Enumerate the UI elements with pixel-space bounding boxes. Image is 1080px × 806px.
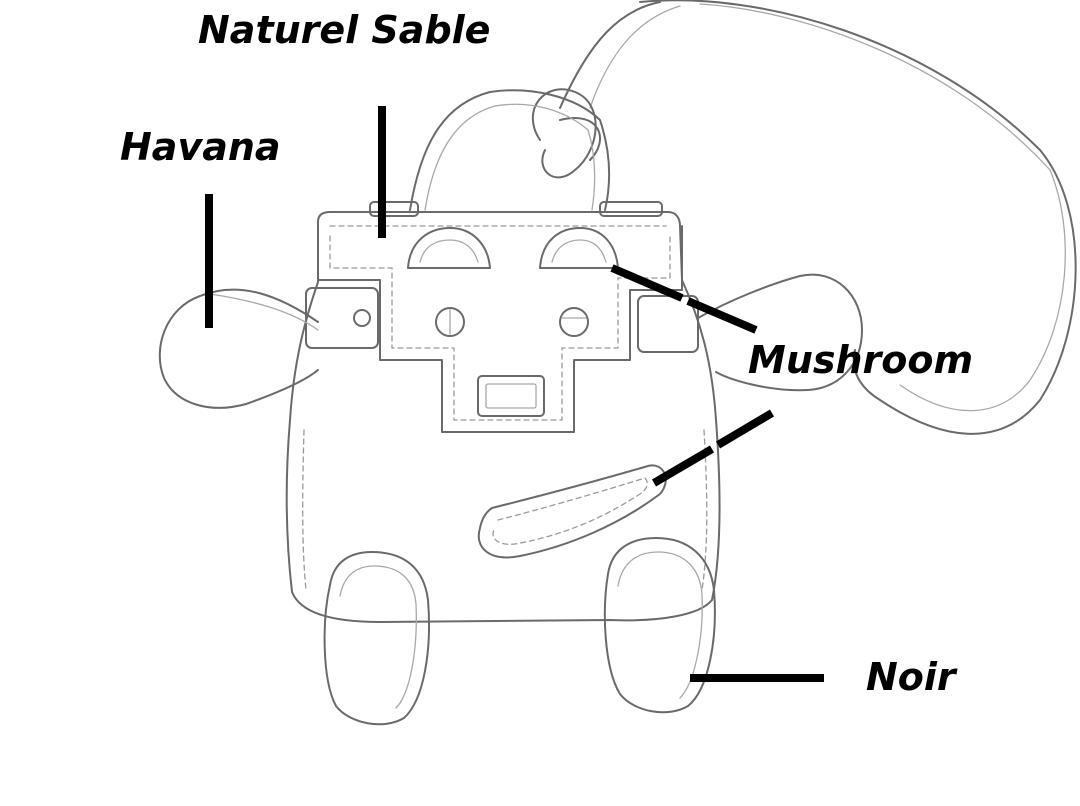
top-handle [409, 89, 611, 211]
pointer-mushroom-upper-b [686, 297, 758, 334]
foot-left [323, 551, 430, 726]
label-havana: Havana [120, 125, 281, 169]
eye-left-inner [419, 239, 479, 263]
bag-flap [317, 221, 683, 433]
pointer-mushroom-lower-b [715, 409, 775, 449]
bag-body [285, 211, 721, 623]
pointer-mushroom-lower-a [651, 445, 715, 487]
eye-right-inner [551, 239, 607, 263]
handle-ring-left [369, 201, 419, 217]
foot-right [603, 537, 716, 714]
strap-inner [589, 3, 1066, 412]
side-stud-left [353, 309, 371, 327]
mouth-stitch [492, 477, 648, 545]
foot-left-inner [339, 565, 417, 709]
turn-lock [477, 375, 545, 417]
top-handle-inner [424, 103, 596, 211]
eye-left [407, 227, 491, 269]
label-naturel-sable: Naturel Sable [198, 8, 491, 52]
eye-right [539, 227, 619, 269]
mouth [477, 464, 667, 559]
turn-lock-inner [485, 383, 537, 409]
handle-ring-right [599, 201, 663, 217]
side-strap-left [305, 287, 379, 349]
stud-left [435, 307, 465, 337]
arm-left [158, 288, 319, 409]
pointer-mushroom-upper-a [610, 264, 684, 302]
strap [559, 0, 1077, 435]
label-noir: Noir [866, 655, 956, 699]
foot-right-inner [617, 551, 703, 699]
arm-right [697, 273, 863, 392]
label-mushroom: Mushroom [748, 338, 974, 382]
arm-left-inner [209, 293, 319, 331]
strap-knot [531, 88, 601, 179]
stud-right [559, 307, 589, 337]
